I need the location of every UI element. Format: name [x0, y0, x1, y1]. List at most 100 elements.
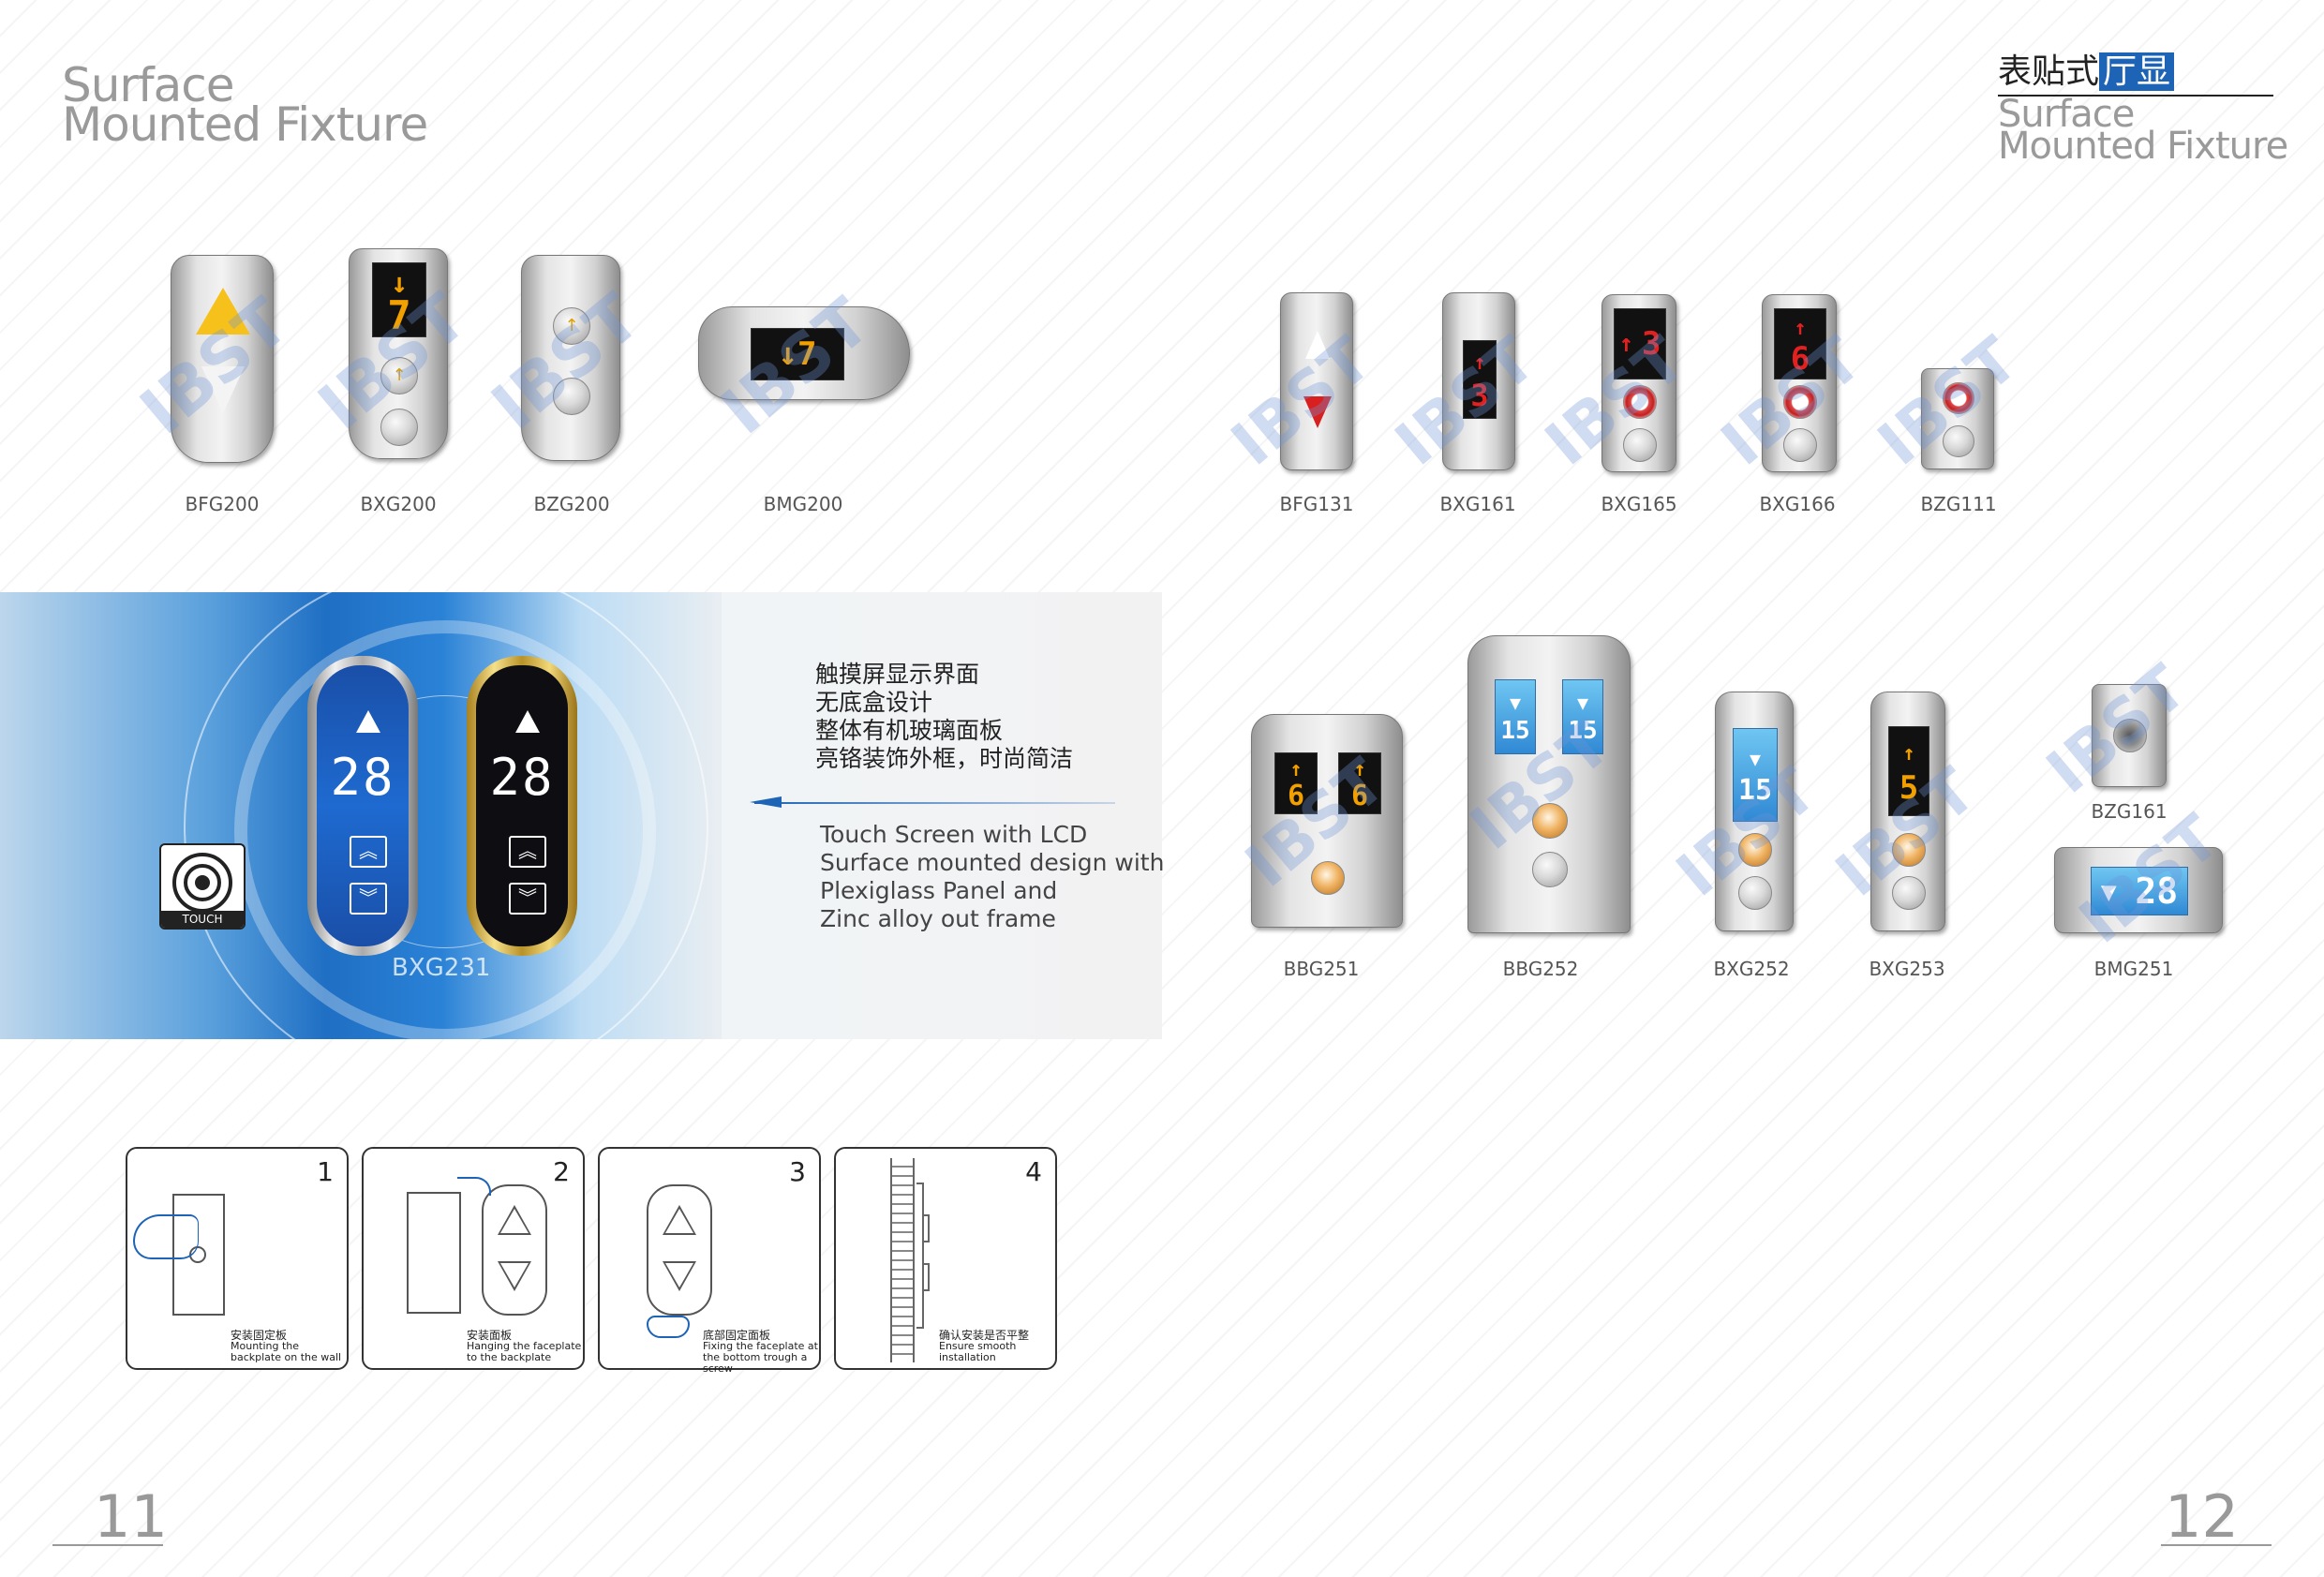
- display-arrow-icon: ↓: [390, 267, 409, 300]
- right-title-cn: 表贴式厅显: [1998, 52, 2287, 93]
- step-number: 1: [317, 1156, 334, 1187]
- display-floor: 5: [1899, 769, 1919, 807]
- down-touch-key[interactable]: ︾: [509, 883, 546, 915]
- step-caption-en: Hanging the faceplate to the backplate: [467, 1340, 582, 1363]
- up-call-button[interactable]: [1783, 385, 1817, 419]
- display-floor: 15: [1737, 774, 1773, 807]
- step-number: 2: [553, 1156, 570, 1187]
- left-page-title: Surface Mounted Fixture: [62, 58, 428, 148]
- label-bbg252: BBG252: [1502, 958, 1579, 980]
- label-bbg251: BBG251: [1283, 958, 1360, 980]
- fixture-bxg252: ▼15: [1715, 692, 1794, 931]
- bxg231-gold-panel: 28 ︽ ︾: [467, 656, 577, 956]
- up-touch-key[interactable]: ︽: [509, 836, 546, 868]
- banner-model-label: BXG231: [392, 954, 491, 982]
- label-bxg166: BXG166: [1759, 493, 1836, 515]
- fixture-bfg200: [171, 255, 274, 463]
- down-call-button[interactable]: [1892, 876, 1926, 910]
- display-arrow-icon: ↑: [1289, 758, 1303, 781]
- up-call-button[interactable]: ↑: [380, 357, 418, 394]
- display-arrow-icon: ↑: [1473, 351, 1486, 375]
- down-call-button[interactable]: [1943, 425, 1974, 457]
- wall-brick-icon: [890, 1158, 915, 1362]
- down-call-button[interactable]: [1532, 852, 1568, 887]
- call-button[interactable]: [1311, 861, 1345, 895]
- step-caption-cn: 安装固定板: [231, 1329, 288, 1342]
- feature-en-line: Plexiglass Panel and: [820, 877, 1058, 904]
- step-caption-en: Fixing the faceplate at the bottom troug…: [703, 1340, 818, 1375]
- up-arrow-icon: [498, 1205, 531, 1235]
- fixture-bzg111: [1921, 368, 1994, 469]
- label-bxg200: BXG200: [360, 493, 437, 515]
- right-title-cn-plain: 表贴式: [1998, 52, 2100, 91]
- down-call-button[interactable]: [553, 378, 590, 415]
- up-arrow-icon: [196, 288, 250, 335]
- right-title-en-line1: Surface: [1998, 93, 2135, 136]
- down-call-button[interactable]: [1623, 428, 1657, 462]
- label-bmg200: BMG200: [763, 493, 843, 515]
- fixture-bzg161: [2092, 684, 2167, 787]
- fixture-bbg251: ↑6 ↑6: [1251, 714, 1403, 928]
- display-arrow-icon: ↑: [1618, 330, 1634, 358]
- display-right: ↑6: [1338, 752, 1381, 814]
- label-bxg161: BXG161: [1439, 493, 1516, 515]
- fixture-bxg166: ↑6: [1762, 294, 1837, 472]
- touch-screen-banner: TOUCH 28 ︽ ︾ 28 ︽ ︾ BXG231: [0, 592, 1162, 1039]
- bxg231-chrome-panel: 28 ︽ ︾: [307, 656, 418, 956]
- up-arrow-icon: [663, 1205, 696, 1235]
- hand-screwdriver-icon: [133, 1214, 199, 1259]
- down-arrow-icon: [201, 366, 245, 413]
- display-floor: 3: [1470, 378, 1489, 413]
- label-bzg111: BZG111: [1920, 493, 1997, 515]
- right-title-cn-highlight: 厅显: [2099, 52, 2175, 91]
- header-rule: [1998, 95, 2273, 97]
- feature-en-line: Zinc alloy out frame: [820, 905, 1056, 932]
- right-page-header: 表贴式厅显 Surface Mounted Fixture: [1998, 52, 2288, 165]
- page-number-left-rule: [52, 1544, 163, 1546]
- down-arrow-icon: [663, 1261, 696, 1291]
- feature-cn-line: 亮铬装饰外框，时尚简洁: [815, 745, 1074, 772]
- up-arrow-icon: [515, 710, 540, 733]
- up-call-button[interactable]: [1943, 382, 1974, 414]
- floor-number: 28: [330, 748, 395, 807]
- step-number: 4: [1025, 1156, 1042, 1187]
- fixture-bfg131: [1280, 292, 1353, 470]
- floor-number: 28: [489, 748, 555, 807]
- down-arrow-icon: [1304, 396, 1332, 428]
- touch-ring: [184, 864, 221, 901]
- label-bfg131: BFG131: [1279, 493, 1354, 515]
- up-arrow-icon: [356, 710, 380, 733]
- down-call-button[interactable]: [1783, 428, 1817, 462]
- left-title-line1: Surface: [62, 58, 234, 112]
- up-call-button[interactable]: [1738, 833, 1772, 867]
- key-switch-button[interactable]: [2113, 719, 2147, 752]
- down-touch-key[interactable]: ︾: [350, 883, 387, 915]
- up-call-button[interactable]: [1623, 385, 1657, 419]
- page-number-right-rule: [2161, 1544, 2272, 1546]
- up-touch-key[interactable]: ︽: [350, 836, 387, 868]
- label-bfg200: BFG200: [185, 493, 260, 515]
- display: ↑6: [1774, 308, 1826, 379]
- fixture-bxg165: ↑3: [1601, 294, 1676, 472]
- display: ↑3: [1614, 308, 1666, 379]
- up-call-button[interactable]: ↑: [553, 307, 590, 345]
- down-call-button[interactable]: [1738, 876, 1772, 910]
- hang-direction-arrow-icon: [457, 1177, 491, 1196]
- up-call-button[interactable]: [1532, 803, 1568, 839]
- fixture-bmg200: ↓7: [698, 306, 910, 400]
- display-floor: 28: [2135, 870, 2179, 912]
- display-arrow-icon: ▼: [2100, 875, 2117, 907]
- down-call-button[interactable]: [380, 409, 418, 446]
- faceplate-outline: [482, 1184, 547, 1316]
- display: ↓7: [372, 262, 426, 337]
- feature-cn-line: 整体有机玻璃面板: [815, 717, 1004, 744]
- fixture-side-knob: [924, 1214, 930, 1242]
- display-floor: 6: [1790, 340, 1810, 378]
- step-number: 3: [789, 1156, 806, 1187]
- fixture-side-knob: [924, 1263, 930, 1291]
- display-floor: 6: [1350, 780, 1369, 812]
- up-call-button[interactable]: [1892, 833, 1926, 867]
- display: ↑5: [1888, 726, 1929, 816]
